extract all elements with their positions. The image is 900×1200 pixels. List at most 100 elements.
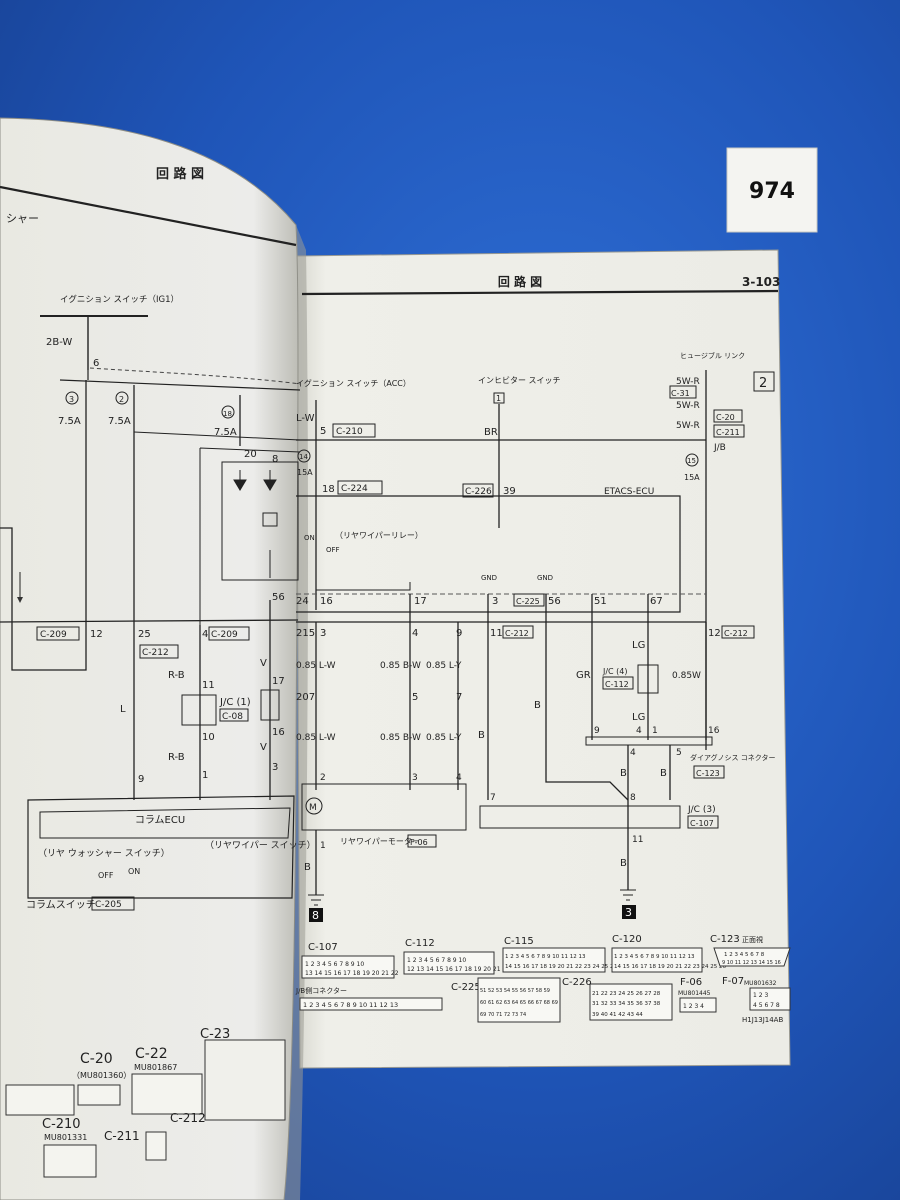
wire-label: B [478,730,485,741]
pin-label: 17 [414,596,427,607]
junction-label: J/C (4) [602,667,628,676]
wire-label: 0.85 B-W [380,733,421,743]
fuse-number: 14 [299,453,308,461]
connector-label: C-31 [671,389,690,398]
relay-state: ON [304,534,315,542]
connector-label: C-212 [142,648,169,658]
wire-label: 5W-R [676,421,700,431]
fuse-rating: 15A [684,473,700,482]
pin-label: 5 [676,748,682,758]
connector-label: F-06 [680,977,702,988]
connector-label: C-107 [308,942,338,953]
connector-label: C-209 [40,630,67,640]
pin-label: 67 [650,596,663,607]
pin-label: 3 [492,596,498,607]
pin-row: 1 2 3 4 [683,1003,704,1010]
wire-label: B [620,858,627,869]
switch-state: OFF [98,871,114,880]
part-number: （MU801360） [72,1071,131,1080]
connector-label: C-210 [42,1117,81,1132]
junction-label: J/C (3) [687,805,716,815]
pin-label: 24 [296,596,309,607]
pin-label: 2 [320,773,326,783]
connector-label: F-07 [722,976,744,987]
pin-label: 8 [630,793,636,803]
pin-label: 56 [272,592,285,603]
fuse-rating: 15A [297,468,313,477]
pin-label: 9 [594,726,600,736]
fuse-rating: 7.5A [214,427,237,438]
pin-label: 4 [412,628,418,639]
fusible-link-label: ヒュージブル リンク [680,351,745,360]
pin-row: 1 2 3 4 5 6 7 8 [724,952,765,958]
pin-label: 9 [138,774,144,785]
wire-label: L-W [296,413,315,424]
pin-row: 1 2 3 4 5 6 7 8 9 10 11 12 13 [614,954,695,960]
etacs-ecu-label: ETACS-ECU [604,487,654,497]
right-page [295,249,791,1069]
connector-label: C-112 [605,680,629,689]
wire-label: 0.85 B-W [380,661,421,671]
ground-number: 8 [312,909,319,922]
right-header: 回 路 図 [498,274,542,289]
pin-label: 10 [202,732,215,743]
page-number: 3-103 [742,275,780,289]
column-ecu-label: コラムECU [135,814,185,826]
gnd-label: GND [481,574,497,582]
connector-label: F-06 [410,838,428,847]
pin-label: 20 [244,449,257,460]
connector-label: C-205 [95,900,122,910]
connector-label: C-212 [505,629,529,638]
fuse-rating: 7.5A [108,416,131,427]
fuse-number: 18 [223,410,232,418]
gnd-label: GND [537,574,553,582]
pin-row: 14 15 16 17 18 19 20 21 22 23 24 25 26 [505,964,617,970]
fuse-number: 3 [69,395,74,404]
connector-label: C-112 [405,938,435,949]
connector-label: C-209 [211,630,238,640]
wire-label: L [120,704,126,715]
connector-label: C-226 [562,977,592,988]
pin-label: 6 [93,358,99,369]
pin-label: 39 [503,486,516,497]
fuse-number: 2 [119,395,124,404]
rear-washer-switch-label: （リヤ ウォッシャー スイッチ） [38,848,170,859]
inhibitor-switch-label: インヒビター スイッチ [478,376,561,385]
pin-label: 1 [652,726,658,736]
connector-label: C-123 [696,769,720,778]
pin-label: 11 [202,680,215,691]
pin-label: 4 [202,629,208,640]
pin-label: 215 [296,628,315,639]
fuse-number: 15 [687,457,696,465]
rear-wiper-relay-label: （リヤワイパーリレー） [335,531,423,540]
pin-label: 4 [636,726,642,736]
pin-row: 1 2 3 4 5 6 7 8 9 10 11 12 13 [505,954,586,960]
wire-label: 5W-R [676,401,700,411]
part-number: MU801445 [678,990,711,997]
connector-label: C-212 [724,629,748,638]
pin-label: 3 [412,773,418,783]
pin-row: 1 2 3 [753,992,768,999]
connector-label: C-22 [135,1046,168,1062]
connector-label: C-107 [690,819,714,828]
wire-label: BR [484,427,498,438]
rear-wiper-motor-label: リヤワイパーモーター [340,837,420,846]
junction-label: J/C (1) [219,697,251,708]
connector-label: C-225 [516,597,540,606]
part-number: MU801632 [744,980,777,987]
pin-label: 16 [708,726,720,736]
pin-label: 7 [456,692,462,703]
left-page [0,117,299,1200]
switch-state: ON [128,867,140,876]
jb-label: J/B [713,443,726,453]
pin-row: 21 22 23 24 25 26 27 28 [592,991,661,997]
pin-row: 1 2 3 4 5 6 7 8 9 10 [407,957,466,964]
connector-label: C-224 [341,484,368,494]
pin-label: 1 [320,841,326,851]
diagnosis-connector-label: ダイアグノシス コネクター [690,753,775,762]
pin-label: 1 [496,394,501,403]
pin-row: 12 13 14 15 16 17 18 19 20 21 [407,966,501,973]
section-number: 2 [759,376,767,391]
